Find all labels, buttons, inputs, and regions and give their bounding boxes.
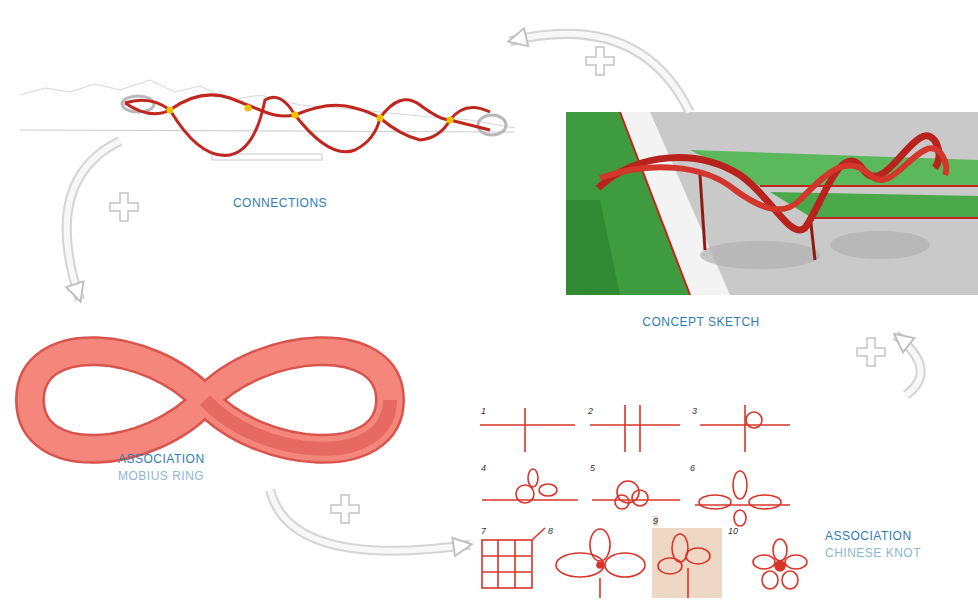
mobius-ring	[30, 351, 390, 449]
step-number: 4	[481, 463, 486, 473]
arrow-core	[896, 335, 921, 395]
stage-heading: ASSOCIATION	[825, 529, 955, 544]
arrow-core	[67, 141, 120, 300]
step-number: 6	[690, 463, 695, 473]
arrow-band	[67, 141, 120, 300]
step-number: 5	[590, 463, 595, 473]
cycle-arrow	[896, 335, 921, 395]
step-number: 8	[548, 526, 553, 536]
stage-panel: CONNECTIONS	[120, 30, 510, 215]
cycle-arrow	[510, 34, 690, 112]
stage-subheading: MOBIUS RING	[118, 469, 248, 484]
step-number: 10	[728, 526, 738, 536]
step-number: 3	[692, 406, 697, 416]
step-number: 9	[653, 516, 658, 526]
stage-heading: ASSOCIATION	[118, 452, 248, 467]
arrow-band	[896, 335, 921, 395]
arrow-core	[510, 34, 690, 112]
cycle-arrow	[270, 490, 470, 551]
connections-drawing	[20, 80, 515, 160]
plus-symbols	[110, 47, 885, 523]
stage-heading: CONNECTIONS	[220, 196, 340, 211]
stage-subheading: CHINESE KNOT	[825, 546, 955, 561]
stage-panel: ASSOCIATION MOBIUS RING	[10, 300, 410, 490]
stage-panel: ASSOCIATION CHINESE KNOT	[470, 395, 960, 600]
stage-heading: CONCEPT SKETCH	[626, 315, 776, 330]
concept-sketch-render	[566, 112, 978, 295]
stage-panel: CONCEPT SKETCH	[566, 112, 978, 335]
arrow-core	[270, 490, 470, 551]
arrow-band	[510, 34, 690, 112]
arrow-band	[270, 490, 470, 551]
knot-steps	[480, 405, 790, 598]
step-number: 1	[481, 406, 486, 416]
step-number: 2	[588, 406, 593, 416]
cycle-arrow	[67, 141, 120, 300]
knot-steps-end	[658, 534, 807, 598]
step-number: 7	[481, 526, 486, 536]
knot-photo	[652, 528, 722, 598]
